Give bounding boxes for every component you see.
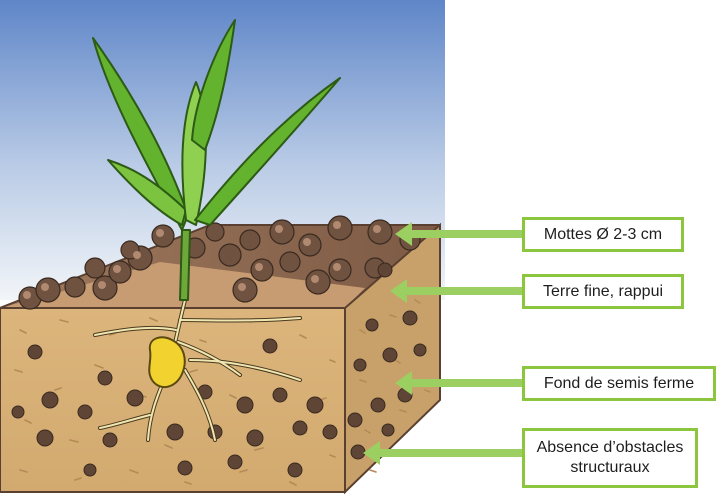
seed-icon — [148, 336, 186, 389]
green-arrow-icon — [363, 441, 522, 465]
label-terre-fine-text: Terre fine, rappui — [542, 282, 664, 300]
label-mottes: Mottes Ø 2-3 cm — [522, 217, 684, 252]
seedling-icon — [92, 19, 341, 301]
buried-clods — [11, 262, 427, 478]
label-absence-obstacles: Absence d’obstacles structuraux — [522, 428, 698, 488]
green-arrow-icon — [395, 222, 522, 246]
label-mottes-text: Mottes Ø 2-3 cm — [543, 225, 663, 243]
label-absence-line1: Absence d’obstacles — [536, 439, 684, 456]
label-absence-line2: structuraux — [570, 459, 650, 476]
leaf-right-tall — [191, 19, 236, 151]
green-arrow-icon — [390, 279, 522, 303]
leaf-right-long — [194, 77, 341, 226]
green-arrow-icon — [395, 371, 522, 395]
arrows — [363, 222, 522, 465]
stem — [179, 229, 191, 301]
leaf-left-lower — [107, 159, 187, 226]
surface-clod-highlights — [23, 221, 381, 299]
label-terre-fine: Terre fine, rappui — [522, 274, 684, 309]
leaf-left-tall — [92, 37, 189, 231]
label-fond-semis-text: Fond de semis ferme — [543, 374, 695, 392]
label-fond-semis: Fond de semis ferme — [522, 366, 716, 401]
